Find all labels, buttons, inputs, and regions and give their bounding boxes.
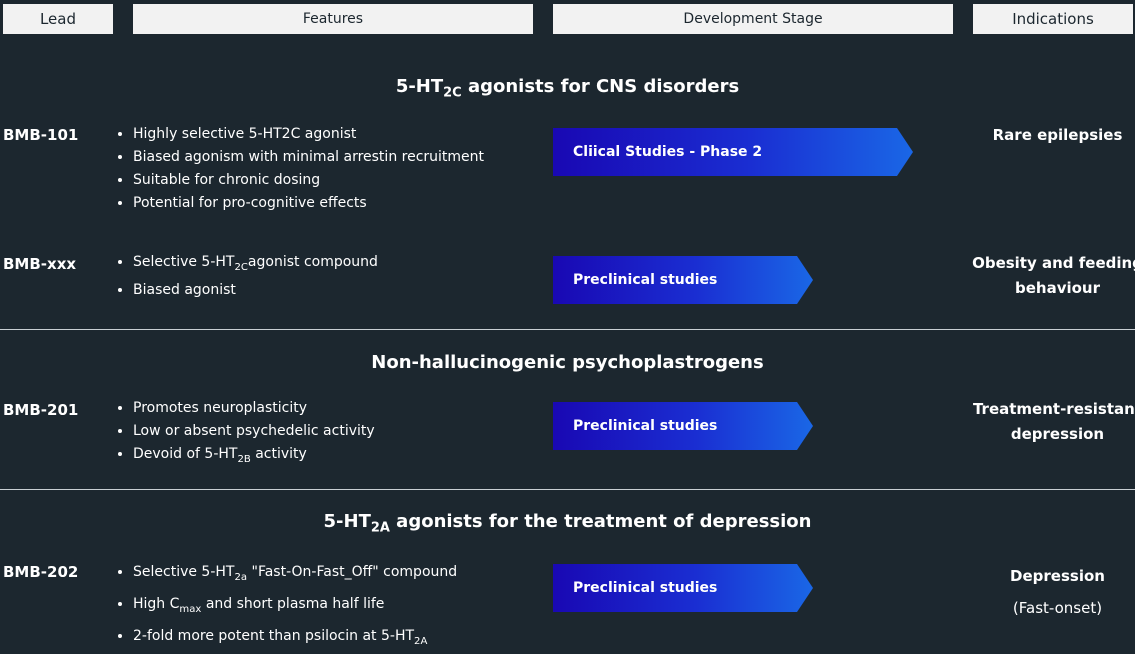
feature-item: Potential for pro-cognitive effects	[133, 192, 553, 215]
section-title-5ht2c: 5-HT2C agonists for CNS disorders	[395, 76, 740, 101]
lead-bmb-xxx: BMB-xxx	[3, 255, 77, 273]
feature-list-bmb-xxx: Selective 5-HT2Cagonist compound Biased …	[115, 251, 553, 302]
stage-arrow-bmb-xxx: Preclinical studies	[553, 256, 813, 304]
section-title-5ht2a: 5-HT2A agonists for the treatment of dep…	[323, 511, 812, 536]
feature-item: Highly selective 5-HT2C agonist	[133, 123, 553, 146]
header-features: Features	[133, 4, 533, 34]
feature-item: 2-fold more potent than psilocin at 5-HT…	[133, 623, 553, 654]
section-title-psychoplastogens: Non-hallucinogenic psychoplastrogens	[371, 352, 764, 373]
section-divider	[0, 329, 1135, 330]
header-development-stage: Development Stage	[553, 4, 953, 34]
feature-item: Devoid of 5-HT2B activity	[133, 443, 553, 471]
stage-arrow-bmb-201: Preclinical studies	[553, 402, 813, 450]
indication-bmb-202: Depression (Fast-onset)	[1010, 567, 1105, 617]
feature-list-bmb-101: Highly selective 5-HT2C agonist Biased a…	[115, 123, 553, 215]
lead-bmb-101: BMB-101	[3, 126, 79, 144]
indication-bmb-xxx: Obesity and feeding behaviour	[972, 254, 1135, 297]
feature-item: Biased agonist	[133, 279, 553, 302]
lead-bmb-201: BMB-201	[3, 401, 79, 419]
feature-item: Suitable for chronic dosing	[133, 169, 553, 192]
header-lead: Lead	[3, 4, 113, 34]
indication-bmb-101: Rare epilepsies	[992, 126, 1123, 144]
section-divider	[0, 489, 1135, 490]
feature-item: Promotes neuroplasticity	[133, 397, 553, 420]
header-indications: Indications	[973, 4, 1133, 34]
feature-item: Low or absent psychedelic activity	[133, 420, 553, 443]
feature-list-bmb-201: Promotes neuroplasticity Low or absent p…	[115, 397, 553, 471]
feature-item: Biased agonism with minimal arrestin rec…	[133, 146, 553, 169]
indication-bmb-201: Treatment-resistant depression	[972, 400, 1135, 443]
stage-arrow-bmb-202: Preclinical studies	[553, 564, 813, 612]
lead-bmb-202: BMB-202	[3, 563, 79, 581]
feature-item: High Cmax and short plasma half life	[133, 591, 553, 623]
feature-item: Selective 5-HT2Cagonist compound	[133, 251, 553, 279]
stage-arrow-bmb-101: Cliical Studies - Phase 2	[553, 128, 913, 176]
feature-item: Selective 5-HT2a "Fast-On-Fast_Off" comp…	[133, 559, 553, 591]
